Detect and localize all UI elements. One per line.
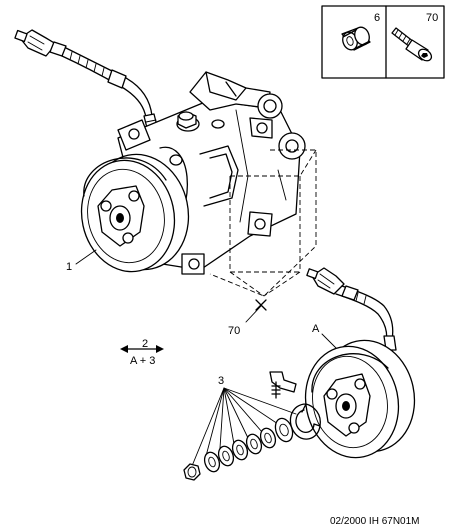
seal-washer-stack [203, 417, 294, 473]
retaining-clip [269, 371, 297, 399]
circlip [289, 403, 321, 440]
callout-3-seal-kit: 3 [218, 375, 224, 387]
callout-a-leader [321, 333, 337, 349]
harness-connector-lower [306, 267, 345, 295]
see-also-reference: 2 A + 3 [120, 338, 164, 367]
phantom-mounting-bracket [209, 149, 317, 297]
callout-a-plus-3: A + 3 [130, 355, 155, 367]
callout-1-leader [75, 249, 97, 265]
harness-cable-upper [61, 47, 159, 133]
callout-1-compressor: 1 [66, 261, 72, 273]
footer-drawing-code: 02/2000 IH 67N01M [330, 516, 420, 527]
harness-connector-upper [14, 29, 67, 57]
callout-70-fixing-screw: 70 [228, 325, 240, 337]
seal-kit-leader-lines [191, 387, 297, 467]
hex-nut [183, 463, 201, 481]
legend-number-70: 70 [426, 12, 438, 24]
callout-a-view-label: A [312, 323, 320, 335]
view-a-clutch-pulley [304, 339, 416, 459]
compressor-clutch-pulley [80, 153, 190, 273]
parts-legend-box: 6 70 [321, 5, 445, 79]
callout-2: 2 [142, 338, 148, 350]
fixing-point-marker [245, 299, 267, 323]
cap-screw-icon [391, 27, 433, 62]
bushing-sleeve-icon [341, 26, 371, 51]
legend-number-6: 6 [374, 12, 380, 24]
